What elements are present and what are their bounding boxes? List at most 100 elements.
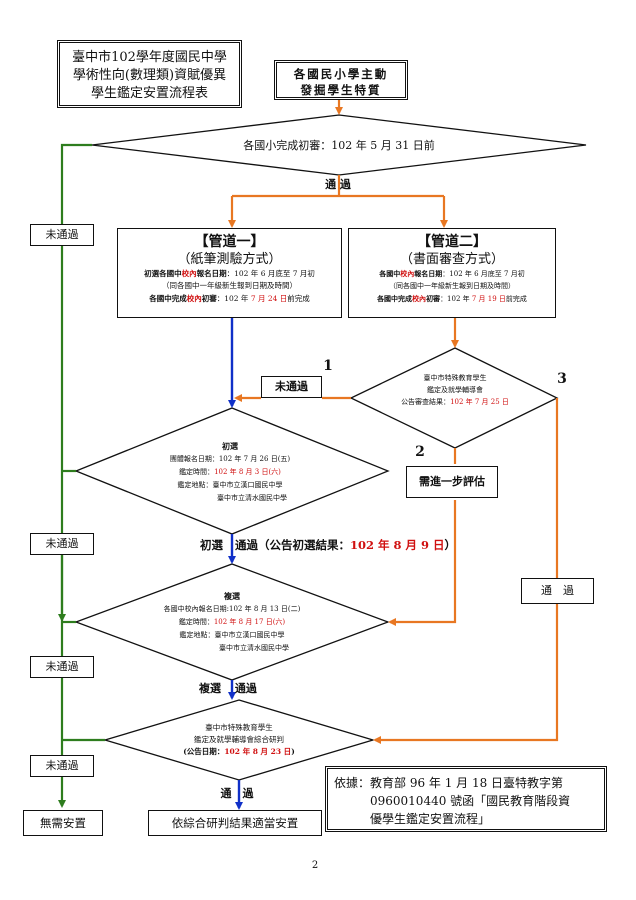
second-site-label: 鑑定地點： — [179, 631, 215, 639]
second-site-2: 臺中市立清水國民中學 — [219, 644, 289, 652]
committee-line-2: 鑑定及就學輔導會 — [427, 386, 483, 394]
title-box: 臺中市102學年度國民中學 學術性向(數理類)資賦優異 學生鑑定安置流程表 — [57, 40, 242, 108]
committee-announce: 公告審查結果：102 年 7 月 25 日 — [375, 396, 535, 408]
route1-review: 各國中完成校內初審：102 年 7 月 24 日前完成 — [118, 292, 341, 305]
no-placement-box: 無需安置 — [23, 810, 103, 836]
basis-line-1: 依據：教育部 96 年 1 月 18 日臺特教字第 — [334, 776, 564, 790]
committee-announce-label: 公告審查結果： — [401, 398, 451, 406]
basis-line-3: 優學生鑑定安置流程」 — [370, 812, 491, 826]
fail-box-1-label: 未通過 — [45, 228, 79, 241]
route2-reg-rest: ：102 年 6 月底至 7 月初 — [442, 270, 525, 278]
first-selection-site: 鑑定地點：臺中市立漢口國民中學 — [130, 479, 330, 492]
nomination-box: 各國民小學主動 發掘學生特質 — [274, 60, 408, 100]
fail-box-2-label: 未通過 — [45, 537, 79, 550]
first-site-label: 鑑定地點： — [177, 481, 213, 489]
basis-box: 依據：教育部 96 年 1 月 18 日臺特教字第 0960010440 號函「… — [325, 766, 607, 832]
first-pass-stage: 初選 — [200, 538, 223, 552]
second-selection-exam: 鑑定時間：102 年 8 月 17 日(六) — [134, 616, 330, 629]
route1-box: 【管道一】 （紙筆測驗方式） 初選各國中校內報名日期：102 年 6 月底至 7… — [117, 228, 342, 318]
route1-review-rest1: ：102 年 — [216, 294, 251, 303]
route3-pass-box: 通 過 — [521, 578, 594, 604]
route-number-1: 1 — [323, 358, 333, 374]
final-announce: (公告日期：102 年 8 月 23 日) — [150, 746, 328, 758]
fail-box-1: 未通過 — [30, 224, 94, 246]
preliminary-review-text: 各國小完成初審：102 年 5 月 31 日前 — [243, 139, 435, 152]
second-selection-site: 鑑定地點：臺中市立漢口國民中學 — [134, 629, 330, 642]
basis-line-2: 0960010440 號函「國民教育階段資 — [370, 794, 571, 808]
first-selection-reg: 團體報名日期：102 年 7 月 26 日(五) — [169, 455, 291, 463]
first-site-2: 臺中市立清水國民中學 — [217, 494, 287, 502]
first-selection-text: 初選 團體報名日期：102 年 7 月 26 日(五) 鑑定時間：102 年 8… — [130, 440, 330, 505]
route1-review-mid: 初審 — [201, 294, 217, 303]
second-pass-stage: 複選 — [199, 682, 221, 695]
final-review-text: 臺中市特殊教育學生 鑑定及就學輔導會綜合研判 (公告日期：102 年 8 月 2… — [150, 722, 328, 758]
first-selection-title: 初選 — [222, 441, 238, 451]
committee-review-text: 臺中市特殊教育學生 鑑定及就學輔導會 公告審查結果：102 年 7 月 25 日 — [375, 372, 535, 408]
route2-review-date: 7 月 19 日 — [471, 295, 506, 303]
flow-eval-to-second — [388, 500, 457, 626]
title-line-3: 學生鑑定安置流程表 — [90, 86, 208, 101]
route2-reg-note: （同各國中一年級新生報到日期及時間） — [389, 282, 515, 290]
top-pass-label: 通 過 — [325, 178, 351, 191]
route1-review-date: 7 月 24 日 — [250, 294, 288, 303]
route2-box: 【管道二】 （書面審查方式） 各國中校內報名日期：102 年 6 月底至 7 月… — [348, 228, 556, 318]
first-pass-announce-date: 102 年 8 月 9 日 — [350, 538, 445, 552]
route-number-2: 2 — [415, 444, 425, 460]
route1-review-prefix: 各國中完成 — [149, 294, 187, 303]
route2-reg-mid: 報名日期 — [414, 269, 443, 278]
route1-reg-red: 校內 — [181, 269, 197, 278]
title-line-1: 臺中市102學年度國民中學 — [72, 50, 227, 65]
route1-review-red: 校內 — [186, 294, 202, 303]
route2-review-prefix: 各國中完成 — [377, 294, 413, 303]
route2-subheading: （書面審查方式） — [399, 252, 504, 267]
first-pass-announce-post: ） — [444, 538, 457, 552]
placement-label: 依綜合研判結果適當安置 — [171, 816, 299, 830]
page-number: 2 — [311, 860, 319, 871]
route2-review-rest2: 前完成 — [505, 295, 527, 303]
route2-review-mid: 初審 — [426, 294, 441, 303]
first-exam-label: 鑑定時間： — [179, 468, 215, 476]
title-line-2: 學術性向(數理類)資賦優異 — [72, 68, 227, 83]
route2-review: 各國中完成校內初審：102 年 7 月 19 日前完成 — [349, 292, 555, 306]
second-selection-title: 複選 — [224, 591, 240, 601]
first-pass-announce-pre: （公告初選結果： — [258, 538, 351, 552]
route2-registration: 各國中校內報名日期：102 年 6 月底至 7 月初 — [349, 268, 555, 280]
second-exam-date: 102 年 8 月 17 日(六) — [213, 618, 286, 626]
committee-announce-date: 102 年 7 月 25 日 — [450, 398, 509, 406]
final-announce-date: 102 年 8 月 23 日 — [224, 747, 292, 756]
second-pass-pass: 通過 — [234, 682, 257, 695]
second-selection-site-2: 臺中市立清水國民中學 — [134, 642, 330, 655]
first-exam-date: 102 年 8 月 3 日(六) — [214, 468, 281, 476]
first-pass-label: 初選 通過（公告初選結果：102 年 8 月 9 日） — [200, 537, 456, 553]
route-number-3: 3 — [557, 371, 567, 387]
route2-review-rest1: ：102 年 — [440, 295, 472, 303]
flow-route3 — [373, 398, 559, 744]
nomination-line-2: 發掘學生特質 — [300, 83, 382, 97]
further-eval-label: 需進一步評估 — [419, 475, 485, 488]
first-pass-pass: 通過 — [235, 538, 259, 552]
fail-box-3: 未通過 — [30, 656, 94, 678]
second-selection-text: 複選 各國中校內報名日期:102 年 8 月 13 日(二) 鑑定時間：102 … — [134, 590, 330, 655]
route2-reg-red: 校內 — [400, 269, 415, 278]
route3-pass-label: 通 過 — [541, 584, 574, 597]
route1-heading: 【管道一】 — [194, 234, 265, 250]
route1-registration: 初選各國中校內報名日期：102 年 6 月底至 7 月初 — [118, 268, 341, 280]
final-line-2: 鑑定及就學輔導會綜合研判 — [194, 735, 284, 744]
route2-heading: 【管道二】 — [417, 234, 487, 250]
second-exam-label: 鑑定時間： — [178, 618, 214, 626]
fail-box-4-label: 未通過 — [45, 759, 79, 772]
final-announce-pre: (公告日期： — [183, 747, 225, 756]
committee-fail-box: 未通過 — [261, 376, 322, 398]
route1-reg-rest: ：102 年 6 月底至 7 月初 — [226, 269, 315, 278]
bottom-pass-label: 通 過 — [220, 787, 254, 800]
nomination-line-1: 各國民小學主動 — [293, 67, 389, 81]
route1-reg-mid: 報名日期 — [196, 269, 227, 278]
final-line-1: 臺中市特殊教育學生 — [205, 723, 273, 732]
second-pass-label: 複選 通過 — [199, 680, 257, 696]
route2-review-red: 校內 — [412, 294, 427, 303]
route2-reg-prefix: 各國中 — [379, 269, 401, 278]
route1-subheading: （紙筆測驗方式） — [177, 252, 282, 267]
final-announce-post: ) — [291, 747, 295, 756]
second-site-1: 臺中市立漢口國民中學 — [214, 631, 285, 639]
